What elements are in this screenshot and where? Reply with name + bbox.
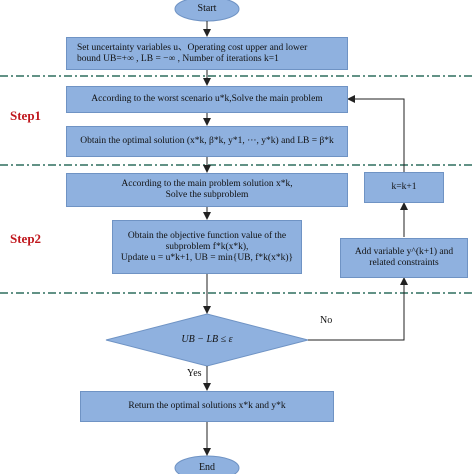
end-terminal — [174, 455, 240, 474]
end-label: End — [198, 462, 216, 473]
obj-line-3: Update u = u*k+1, UB = min{UB, f*k(x*k)} — [120, 252, 294, 263]
init-line-2: bound UB=+∞ , LB = −∞ , Number of iterat… — [77, 53, 279, 64]
solve-main-text: According to the worst scenario u*k,Solv… — [91, 94, 323, 104]
solve-main-box: According to the worst scenario u*k,Solv… — [66, 86, 348, 113]
decision-condition: UB − LB ≤ ε — [181, 334, 233, 345]
solve-sub-box: According to the main problem solution x… — [66, 173, 348, 207]
solve-sub-line-1: According to the main problem solution x… — [121, 179, 293, 189]
solve-sub-line-2: Solve the subproblem — [165, 190, 249, 200]
obj-line-2: subproblem f*k(x*k), — [165, 241, 249, 252]
add-var-line-1: Add variable y^(k+1) and — [354, 247, 454, 257]
add-variable-box: Add variable y^(k+1) and related constra… — [340, 238, 468, 278]
start-label: Start — [197, 3, 217, 14]
iteration-box: k=k+1 — [364, 172, 444, 203]
init-box: Set uncertainty variables u、Operating co… — [66, 37, 348, 70]
iteration-text: k=k+1 — [391, 182, 417, 192]
step1-label: Step1 — [10, 108, 42, 123]
step2-label: Step2 — [10, 231, 42, 246]
return-solution-box: Return the optimal solutions x*k and y*k — [80, 391, 334, 422]
add-var-line-2: related constraints — [369, 258, 439, 268]
arrow-iter-main — [347, 95, 405, 172]
obtain-optimal-box: Obtain the optimal solution (x*k, β*k, y… — [66, 126, 348, 157]
return-solution-text: Return the optimal solutions x*k and y*k — [128, 401, 286, 411]
obtain-optimal-text: Obtain the optimal solution (x*k, β*k, y… — [80, 136, 334, 146]
no-loop-line — [308, 277, 408, 341]
obj-line-1: Obtain the objective function value of t… — [127, 230, 287, 241]
yes-label: Yes — [187, 368, 202, 379]
no-label: No — [320, 315, 333, 326]
objective-value-box: Obtain the objective function value of t… — [112, 220, 302, 274]
init-line-1: Set uncertainty variables u、Operating co… — [77, 42, 308, 53]
